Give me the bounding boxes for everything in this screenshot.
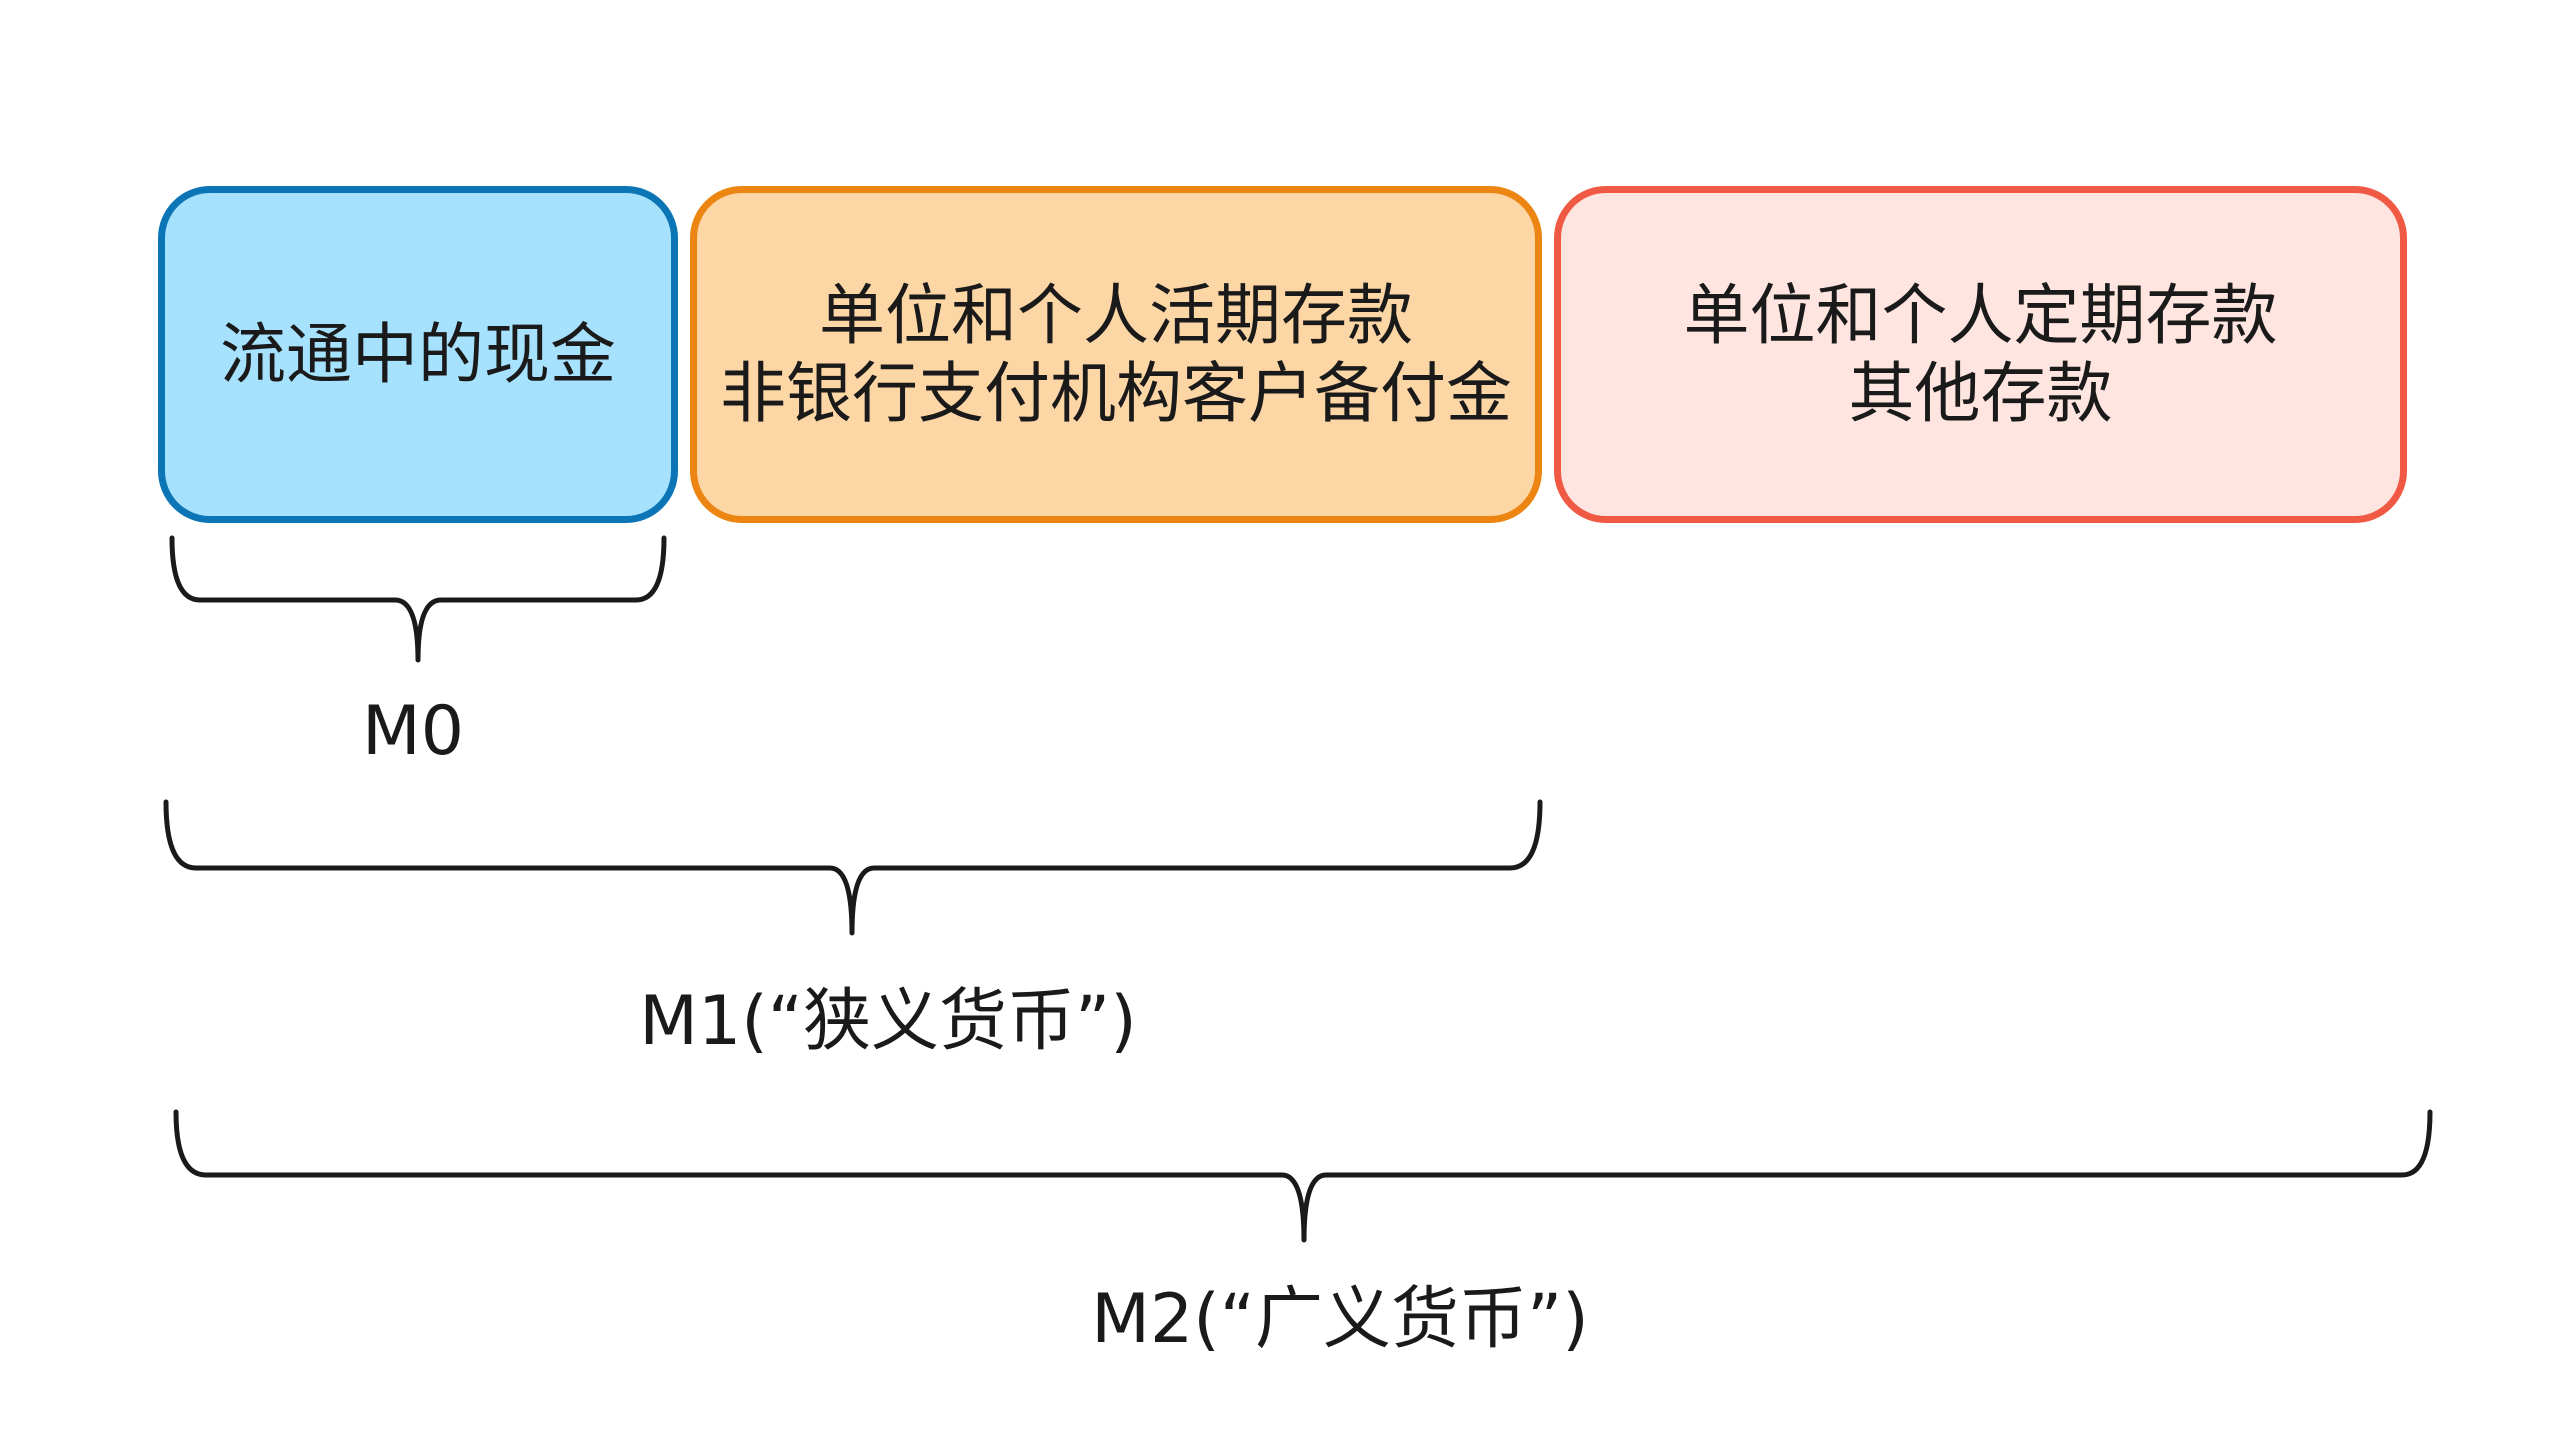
m0-box: 流通中的现金 bbox=[158, 186, 678, 523]
time-deposit-text-line2: 其他存款 bbox=[1848, 354, 2113, 432]
m0-brace bbox=[169, 535, 667, 663]
time-deposit-text-line1: 单位和个人定期存款 bbox=[1683, 276, 2278, 354]
m0-box-text: 流通中的现金 bbox=[220, 315, 616, 393]
demand-deposit-text-line1: 单位和个人活期存款 bbox=[819, 276, 1413, 354]
m2-brace bbox=[173, 1109, 2433, 1243]
demand-deposit-box: 单位和个人活期存款 非银行支付机构客户备付金 bbox=[690, 186, 1542, 523]
m1-label: M1(“狭义货币”) bbox=[639, 982, 1137, 1061]
m2-label: M2(“广义货币”) bbox=[1091, 1280, 1589, 1359]
m1-brace bbox=[163, 799, 1543, 936]
time-deposit-box: 单位和个人定期存款 其他存款 bbox=[1554, 186, 2407, 523]
demand-deposit-text-line2: 非银行支付机构客户备付金 bbox=[720, 354, 1512, 432]
m0-label: M0 bbox=[362, 692, 464, 771]
